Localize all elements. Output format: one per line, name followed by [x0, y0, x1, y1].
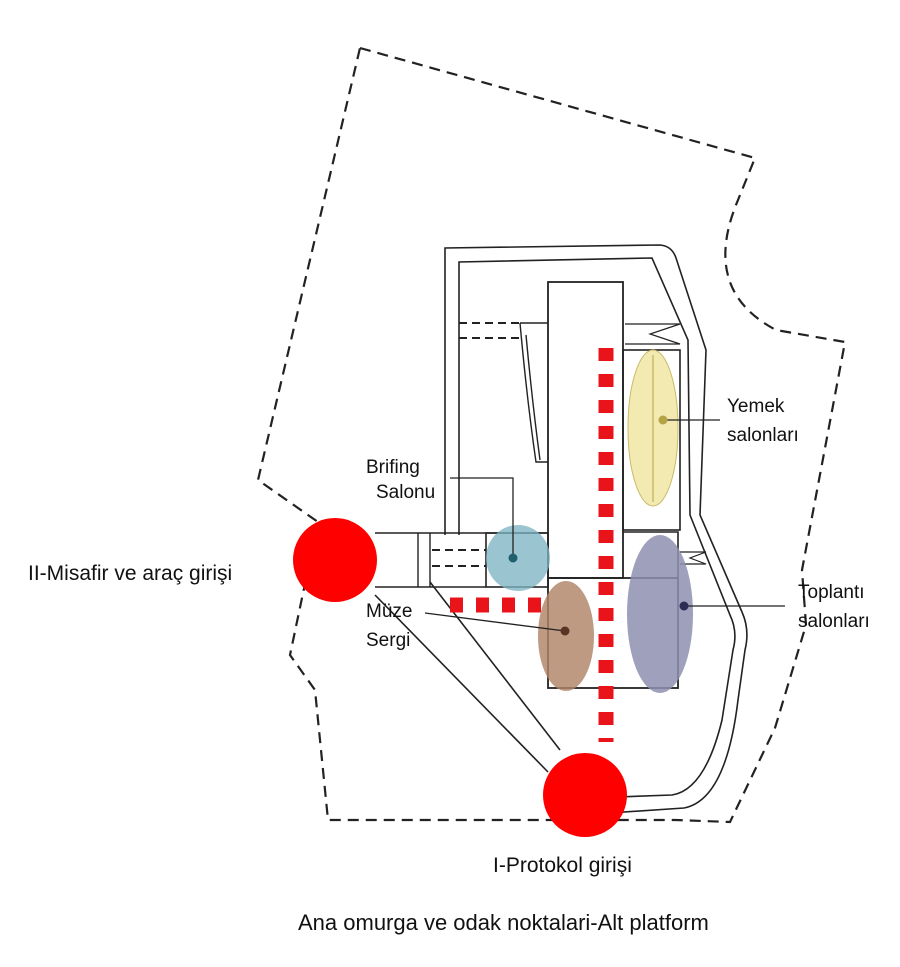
outer-corridor-inner [458, 257, 736, 799]
briefing-zone [486, 525, 550, 591]
protocol-entrance-marker [543, 753, 627, 837]
outer-corridor-outer [444, 244, 748, 816]
dining-label-1: Yemek [727, 396, 785, 417]
museum-dot [560, 626, 570, 636]
museum-label-1: Müze [366, 601, 412, 622]
diagram-caption: Ana omurga ve odak noktalari-Alt platfor… [298, 910, 709, 935]
meeting-zone [627, 535, 693, 693]
meeting-stair [680, 551, 707, 565]
ramp-outer [374, 594, 549, 773]
dining-label-2: salonları [727, 425, 799, 446]
briefing-dot [508, 553, 518, 563]
briefing-leader [450, 477, 514, 558]
protocol-entrance-label: I-Protokol girişi [493, 854, 632, 877]
museum-label-2: Sergi [366, 630, 410, 651]
dining-dot [658, 415, 668, 425]
dining-stair [625, 323, 681, 345]
briefing-label-1: Brifing [366, 457, 420, 478]
meeting-label-2: salonları [798, 611, 870, 632]
curved-wall [519, 322, 548, 463]
guest-entrance-marker [293, 518, 377, 602]
museum-leader [424, 612, 566, 632]
meeting-dot [679, 601, 689, 611]
meeting-label-1: Toplantı [798, 582, 865, 603]
museum-zone [538, 581, 594, 691]
briefing-label-2: Salonu [376, 482, 435, 503]
guest-entrance-label: II-Misafir ve araç girişi [28, 562, 232, 585]
